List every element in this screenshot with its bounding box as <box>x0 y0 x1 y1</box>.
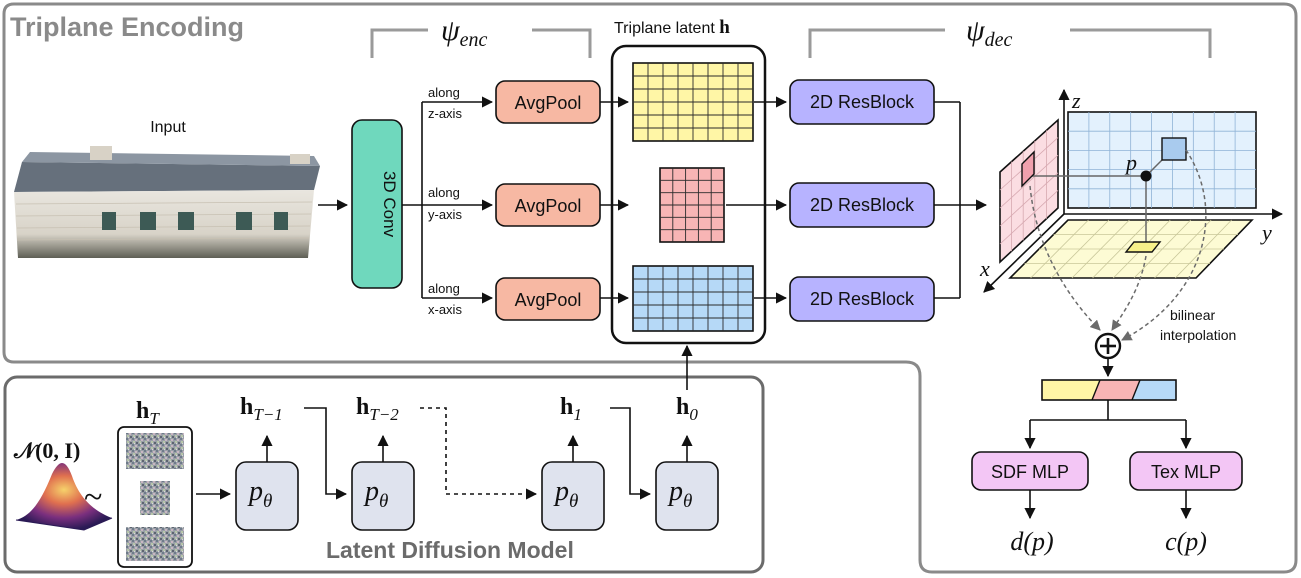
resblock-y: 2D ResBlock <box>789 182 935 228</box>
plane-y <box>659 167 725 243</box>
h-T-2-label: hT−2 <box>356 394 399 424</box>
svg-text:2D ResBlock: 2D ResBlock <box>810 92 915 112</box>
normal-dist-label: 𝒩(0, I) <box>13 438 80 463</box>
h-0-label: h0 <box>676 394 698 424</box>
tilde-sign: ~ <box>84 479 102 516</box>
axis-x-label: x <box>979 256 990 281</box>
along-x-1: along <box>428 281 460 296</box>
svg-text:AvgPool: AvgPool <box>515 93 582 113</box>
encoding-title: Triplane Encoding <box>10 12 244 42</box>
input-building <box>14 146 320 258</box>
avgpool-z: AvgPool <box>495 80 601 124</box>
psi-dec-bracket <box>808 28 1212 58</box>
ldm-title: Latent Diffusion Model <box>326 537 574 563</box>
ldm-frame <box>3 375 765 574</box>
ptheta-block-4: pθ <box>655 461 719 531</box>
resblock-z: 2D ResBlock <box>789 79 935 125</box>
axis-y-label: y <box>1260 220 1272 245</box>
noise-plane-3 <box>126 527 184 561</box>
plane-x <box>632 265 754 332</box>
bilinear-label-2: interpolation <box>1160 327 1236 343</box>
svg-text:pθ: pθ <box>247 476 272 512</box>
ptheta-block-3: pθ <box>541 461 605 531</box>
triplane-3d: z y x p <box>979 88 1284 341</box>
mlp-split-lines <box>1024 400 1192 450</box>
psi-enc-bracket <box>370 28 592 58</box>
along-y-1: along <box>428 185 460 200</box>
sdf-output: d(p) <box>1010 527 1053 556</box>
psi-enc-label: ψenc <box>441 14 488 51</box>
svg-text:pθ: pθ <box>363 476 388 512</box>
svg-text:2D ResBlock: 2D ResBlock <box>810 195 915 215</box>
noise-plane-2 <box>140 481 170 515</box>
feature-vector <box>1041 379 1177 401</box>
latent-box <box>610 44 767 345</box>
h-T-1-label: hT−1 <box>240 394 283 424</box>
psi-dec-label: ψdec <box>966 14 1013 51</box>
svg-text:Tex MLP: Tex MLP <box>1151 462 1221 482</box>
along-z-2: z-axis <box>428 106 462 121</box>
h-T-label: hT <box>136 398 160 428</box>
tex-mlp: Tex MLP <box>1129 451 1243 491</box>
gaussian-surface <box>15 462 113 531</box>
bilinear-label-1: bilinear <box>1170 307 1215 323</box>
along-z-1: along <box>428 85 460 100</box>
svg-text:pθ: pθ <box>553 476 578 512</box>
avgpool-y: AvgPool <box>495 183 601 227</box>
tex-output: c(p) <box>1165 527 1207 556</box>
sdf-mlp: SDF MLP <box>971 451 1089 491</box>
point-p <box>1140 170 1152 182</box>
conv-branch-lines <box>402 96 494 304</box>
h-1-label: h1 <box>560 394 582 424</box>
svg-text:SDF MLP: SDF MLP <box>991 462 1069 482</box>
point-p-label: p <box>1124 150 1137 175</box>
conv-block <box>351 119 403 289</box>
svg-text:AvgPool: AvgPool <box>515 290 582 310</box>
along-x-2: x-axis <box>428 302 462 317</box>
resblock-merge-lines <box>934 101 988 299</box>
along-y-2: y-axis <box>428 207 462 222</box>
input-label: Input <box>150 119 186 136</box>
svg-text:AvgPool: AvgPool <box>515 196 582 216</box>
plane-z <box>632 62 754 142</box>
latent-label: Triplane latent h <box>614 17 730 38</box>
svg-text:2D ResBlock: 2D ResBlock <box>810 289 915 309</box>
svg-text:pθ: pθ <box>667 476 692 512</box>
avgpool-x: AvgPool <box>495 277 601 321</box>
sum-node <box>1094 332 1122 360</box>
ptheta-block-2: pθ <box>351 461 415 531</box>
resblock-x: 2D ResBlock <box>789 276 935 322</box>
axis-z-label: z <box>1071 88 1081 113</box>
ptheta-block-1: pθ <box>235 461 299 531</box>
conv-label: 3D Conv <box>380 171 399 238</box>
noise-plane-1 <box>126 433 184 469</box>
